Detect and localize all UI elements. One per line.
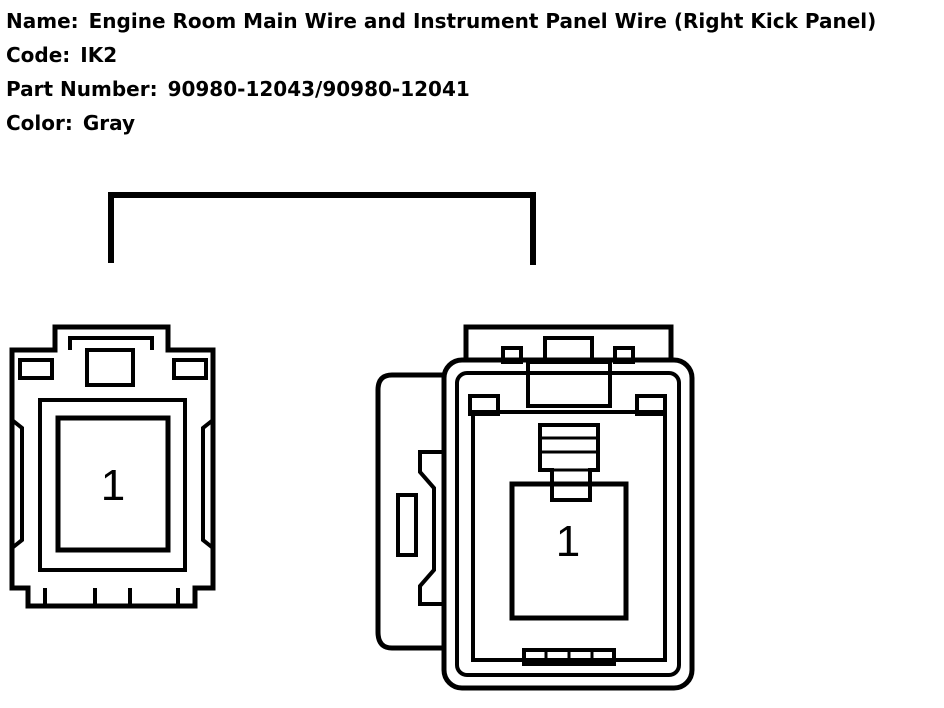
name-value: Engine Room Main Wire and Instrument Pan… xyxy=(88,9,877,33)
left-notch-left xyxy=(18,358,54,380)
color-row: Color: Gray xyxy=(6,106,876,140)
code-label: Code: xyxy=(6,43,71,67)
color-value: Gray xyxy=(82,111,136,135)
left-side-slot-right xyxy=(201,418,215,550)
part-number-value: 90980-12043/90980-12041 xyxy=(167,77,470,101)
right-top-housing xyxy=(463,324,674,362)
mating-bracket xyxy=(108,192,536,265)
right-side-lock-inner xyxy=(418,450,444,606)
code-row: Code: IK2 xyxy=(6,38,876,72)
right-inner-cavity xyxy=(471,410,667,662)
right-side-lock xyxy=(375,372,444,651)
left-pin-number: 1 xyxy=(101,461,125,510)
left-latch-tab xyxy=(85,348,135,387)
right-terminal xyxy=(538,423,600,502)
right-inner-body xyxy=(455,371,681,677)
left-connector xyxy=(9,324,216,609)
name-row: Name: Engine Room Main Wire and Instrumen… xyxy=(6,4,876,38)
right-latch-block xyxy=(526,360,612,408)
name-label: Name: xyxy=(6,9,79,33)
part-number-label: Part Number: xyxy=(6,77,158,101)
left-side-slot-left xyxy=(10,418,24,550)
left-pin-cavity xyxy=(55,415,171,553)
right-connector xyxy=(375,324,695,691)
color-label: Color: xyxy=(6,111,73,135)
part-number-row: Part Number: 90980-12043/90980-12041 xyxy=(6,72,876,106)
left-notch-right xyxy=(172,358,208,380)
left-inner-frame xyxy=(38,398,187,572)
left-connector-body xyxy=(9,324,216,609)
right-top-latch xyxy=(543,336,594,362)
left-latch-outer xyxy=(68,336,154,350)
right-pin-number: 1 xyxy=(556,517,580,566)
right-side-lock-tab xyxy=(396,493,418,557)
right-pin-cavity xyxy=(509,481,629,621)
code-value: IK2 xyxy=(80,43,118,67)
connector-info: Name: Engine Room Main Wire and Instrumen… xyxy=(6,4,876,140)
